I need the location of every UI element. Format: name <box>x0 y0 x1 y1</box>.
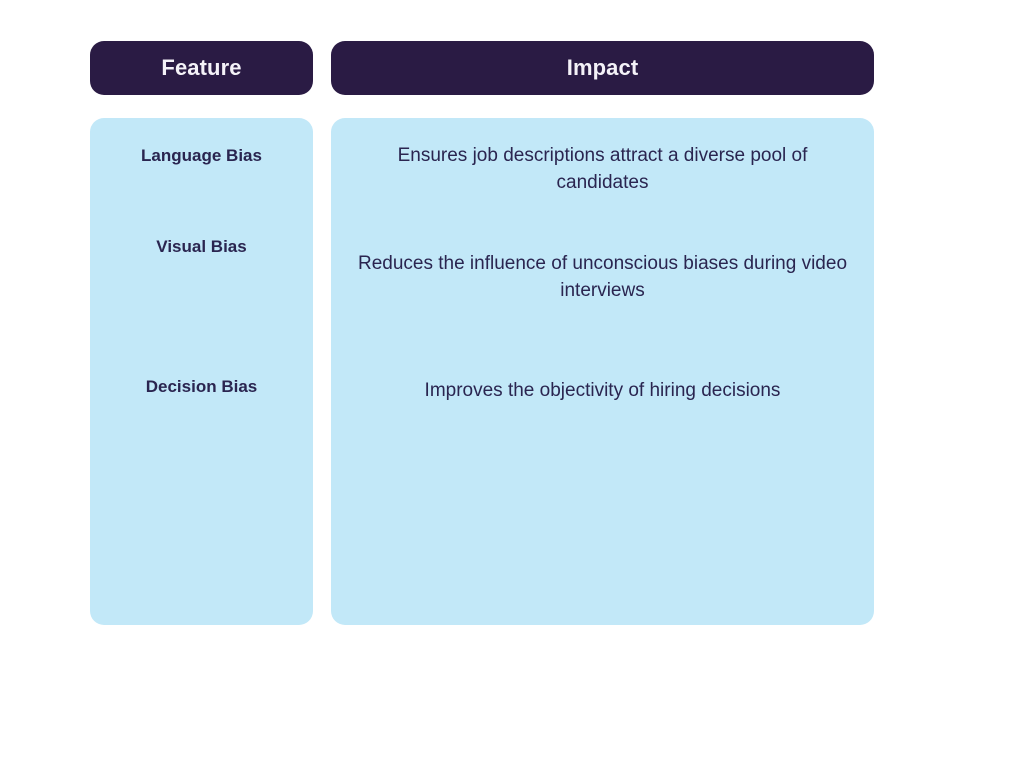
comparison-table: Feature Language Bias Visual Bias Decisi… <box>90 41 874 625</box>
impact-cell-decision-bias: Improves the objectivity of hiring decis… <box>424 380 781 401</box>
feature-column-header-label: Feature <box>161 55 242 80</box>
feature-cell-decision-bias: Decision Bias <box>145 377 258 396</box>
feature-column-body: Language Bias Visual Bias Decision Bias <box>90 118 313 625</box>
impact-cell-language-bias: Ensures job descriptions attract a diver… <box>397 145 808 193</box>
impact-column: Impact Ensures job descriptions attract … <box>331 41 874 625</box>
impact-column-body: Ensures job descriptions attract a diver… <box>331 118 874 625</box>
impact-cell-visual-bias: Reduces the influence of unconscious bia… <box>357 253 848 301</box>
feature-column-header: Feature <box>90 41 313 95</box>
feature-cell-visual-bias: Visual Bias <box>156 237 247 256</box>
impact-column-header: Impact <box>331 41 874 95</box>
feature-cell-language-bias: Language Bias <box>141 146 262 165</box>
impact-column-header-label: Impact <box>566 55 639 80</box>
feature-column: Feature Language Bias Visual Bias Decisi… <box>90 41 313 625</box>
